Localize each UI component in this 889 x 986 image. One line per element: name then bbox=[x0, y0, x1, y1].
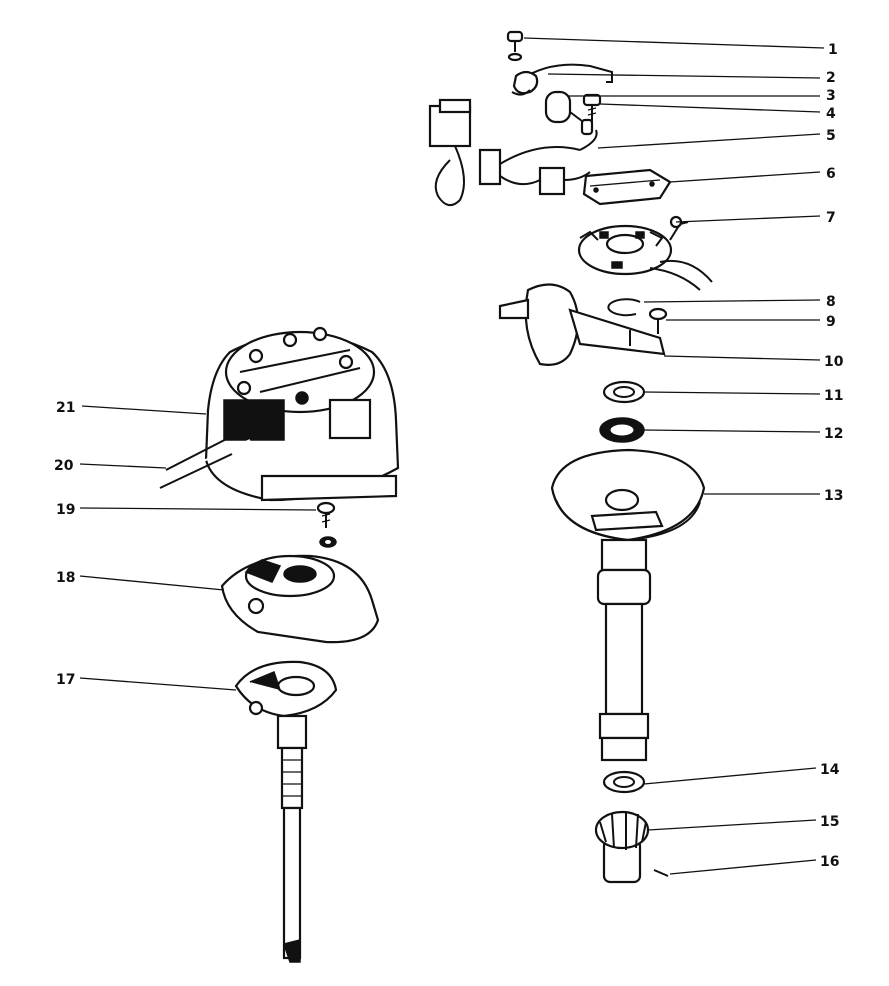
callout-9: 9 bbox=[826, 314, 836, 330]
leader-lines bbox=[79, 37, 825, 875]
part-21-distributor-cap bbox=[204, 326, 400, 502]
callout-14: 14 bbox=[820, 762, 840, 778]
part-13-housing bbox=[550, 448, 706, 762]
part-2-ground-strap bbox=[511, 63, 613, 96]
part-4-screw bbox=[582, 93, 602, 122]
callout-7: 7 bbox=[826, 210, 836, 226]
callout-17: 17 bbox=[56, 672, 75, 688]
part-1-screw bbox=[506, 30, 524, 62]
part-20-wires bbox=[159, 429, 251, 489]
callout-2: 2 bbox=[826, 70, 836, 86]
callout-6: 6 bbox=[826, 166, 836, 182]
callout-10: 10 bbox=[824, 354, 844, 370]
part-8-retainer-ring bbox=[607, 298, 641, 317]
part-3-condenser bbox=[544, 90, 594, 136]
callout-labels: 1 2 3 4 5 6 7 8 9 10 11 12 13 14 15 16 1… bbox=[54, 42, 844, 870]
callout-4: 4 bbox=[826, 106, 836, 122]
part-14-washer bbox=[602, 770, 646, 794]
part-17-shaft-assembly bbox=[234, 660, 338, 963]
part-9-screw bbox=[648, 307, 668, 334]
callout-8: 8 bbox=[826, 294, 836, 310]
part-15-drive-gear bbox=[594, 810, 650, 884]
part-10-vacuum-advance bbox=[498, 283, 666, 366]
part-18-rotor-plate bbox=[220, 554, 380, 644]
part-19-screw-washer bbox=[316, 501, 337, 548]
part-12-seal bbox=[599, 417, 645, 443]
callout-21: 21 bbox=[56, 400, 75, 416]
part-16-roll-pin bbox=[653, 869, 669, 877]
part-6-ignition-module bbox=[582, 168, 672, 206]
callout-13: 13 bbox=[824, 488, 843, 504]
callout-3: 3 bbox=[826, 88, 836, 104]
callout-19: 19 bbox=[56, 502, 75, 518]
callout-12: 12 bbox=[824, 426, 843, 442]
callout-11: 11 bbox=[824, 388, 843, 404]
part-11-washer bbox=[602, 380, 646, 404]
callout-1: 1 bbox=[828, 42, 838, 58]
callout-18: 18 bbox=[56, 570, 75, 586]
part-7-pickup-coil bbox=[577, 215, 713, 291]
callout-5: 5 bbox=[826, 128, 836, 144]
callout-20: 20 bbox=[54, 458, 74, 474]
part-5-wiring-harness bbox=[428, 98, 598, 207]
callout-15: 15 bbox=[820, 814, 839, 830]
callout-16: 16 bbox=[820, 854, 839, 870]
